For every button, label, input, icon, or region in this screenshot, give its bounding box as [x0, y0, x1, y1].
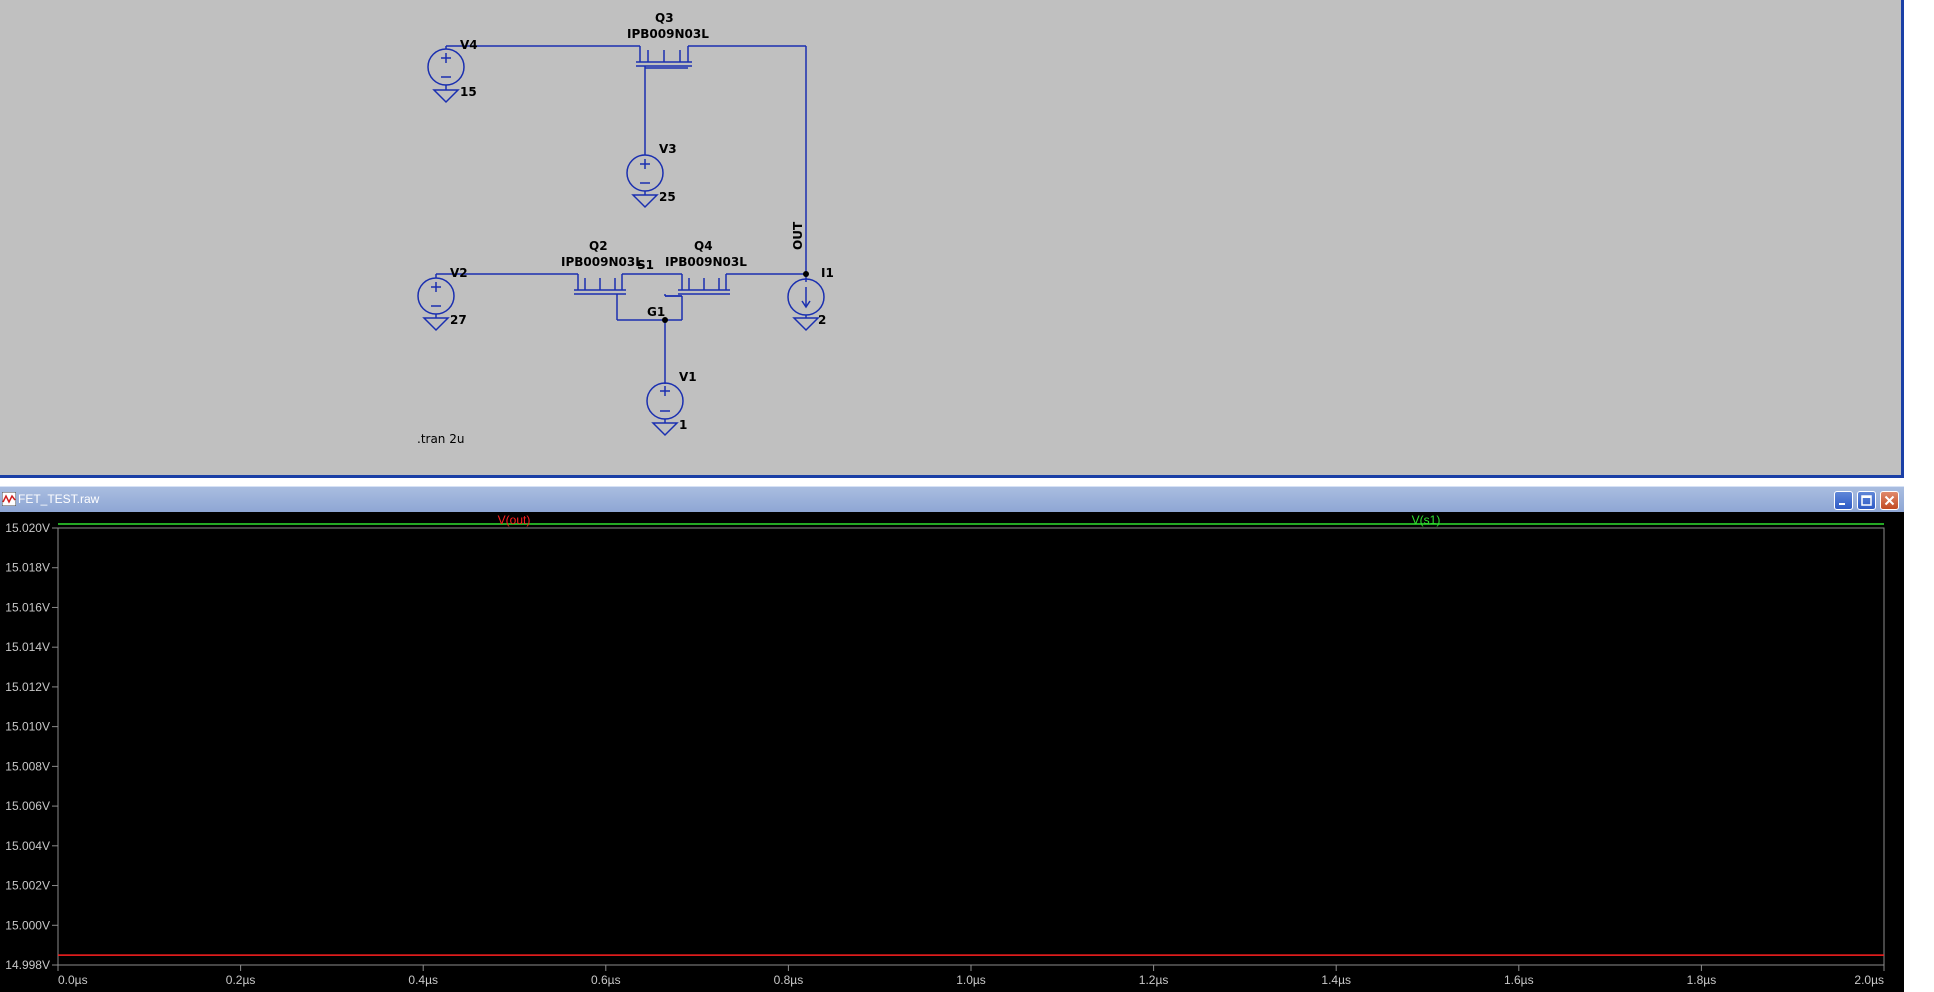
- transistor-q3[interactable]: [636, 46, 692, 69]
- x-tick-label: 0.4µs: [408, 973, 438, 987]
- waveform-plot[interactable]: 14.998V 15.000V 15.002V 15.004V 15.006V 15.00…: [0, 512, 1904, 992]
- y-tick-label: 15.010V: [5, 720, 50, 734]
- window-title: FET_TEST.raw: [18, 492, 100, 506]
- trace-legend: V(out) V(s1): [498, 513, 1441, 527]
- label-v4: V4: [460, 38, 478, 52]
- junction-g1: [662, 317, 668, 323]
- close-button[interactable]: [1880, 491, 1899, 510]
- minimize-icon: [1839, 503, 1845, 505]
- label-v1: V1: [679, 370, 697, 384]
- x-tick-label: 2.0µs: [1854, 973, 1884, 987]
- y-tick-label: 15.012V: [5, 680, 50, 694]
- value-v4: 15: [460, 85, 477, 99]
- x-tick-label: 0.6µs: [591, 973, 621, 987]
- trace-label[interactable]: V(out): [498, 513, 531, 527]
- trace-label[interactable]: V(s1): [1412, 513, 1441, 527]
- label-i1: I1: [821, 266, 834, 280]
- y-tick-label: 15.014V: [5, 640, 50, 654]
- y-tick-label: 15.002V: [5, 879, 50, 893]
- y-tick-label: 15.008V: [5, 759, 50, 773]
- junction-out: [803, 271, 809, 277]
- x-axis: 0.0µs 0.2µs 0.4µs 0.6µs 0.8µs 1.0µs 1.2µs 1.4µs…: [57, 965, 1885, 987]
- net-label-g1: G1: [647, 305, 665, 319]
- model-q4: IPB009N03L: [665, 255, 747, 269]
- voltage-source-v4[interactable]: [427, 46, 465, 104]
- spice-directive: .tran 2u: [417, 432, 464, 446]
- model-q2: IPB009N03L: [561, 255, 643, 269]
- y-axis: 14.998V 15.000V 15.002V 15.004V 15.006V 15.00…: [5, 521, 58, 972]
- x-tick-label: 1.8µs: [1687, 973, 1717, 987]
- value-v1: 1: [679, 418, 687, 432]
- plot-frame: [57, 527, 1885, 966]
- transistor-q2[interactable]: [574, 274, 626, 296]
- voltage-source-v3[interactable]: [626, 154, 664, 209]
- net-label-out: OUT: [791, 221, 805, 250]
- x-tick-label: 0.0µs: [58, 973, 88, 987]
- label-q4: Q4: [694, 239, 713, 253]
- current-source-i1[interactable]: [787, 278, 825, 332]
- wires: [436, 45, 807, 384]
- label-q3: Q3: [655, 11, 674, 25]
- net-label-s1: S1: [637, 258, 654, 272]
- maximize-icon: [1861, 495, 1872, 506]
- label-v2: V2: [450, 266, 468, 280]
- y-tick-label: 15.006V: [5, 799, 50, 813]
- x-tick-label: 0.2µs: [226, 973, 256, 987]
- y-tick-label: 15.000V: [5, 918, 50, 932]
- x-tick-label: 1.2µs: [1139, 973, 1169, 987]
- x-tick-label: 0.8µs: [774, 973, 804, 987]
- model-q3: IPB009N03L: [627, 27, 709, 41]
- transistor-q4[interactable]: [664, 274, 730, 297]
- maximize-button[interactable]: [1857, 491, 1876, 510]
- label-v3: V3: [659, 142, 677, 156]
- x-tick-label: 1.0µs: [956, 973, 986, 987]
- schematic-canvas[interactable]: V4 15 V3 25 V2 27 V1 1 I1 2 Q3 IPB009N03…: [0, 0, 1904, 478]
- x-tick-label: 1.6µs: [1504, 973, 1534, 987]
- voltage-source-v2[interactable]: [417, 274, 455, 332]
- voltage-source-v1[interactable]: [646, 382, 684, 437]
- value-i1: 2: [818, 313, 826, 327]
- y-tick-label: 14.998V: [5, 958, 50, 972]
- value-v3: 25: [659, 190, 676, 204]
- close-icon: [1884, 495, 1895, 506]
- y-tick-label: 15.018V: [5, 561, 50, 575]
- minimize-button[interactable]: [1834, 491, 1853, 510]
- waveform-window[interactable]: FET_TEST.raw 14.998V 15.000V 15.002V 15.004…: [0, 486, 1904, 992]
- label-q2: Q2: [589, 239, 608, 253]
- y-tick-label: 15.020V: [5, 521, 50, 535]
- traces: [58, 523, 1884, 956]
- y-tick-label: 15.004V: [5, 839, 50, 853]
- y-tick-label: 15.016V: [5, 600, 50, 614]
- waveform-icon: [2, 492, 16, 506]
- x-tick-label: 1.4µs: [1321, 973, 1351, 987]
- window-titlebar[interactable]: FET_TEST.raw: [0, 486, 1904, 512]
- value-v2: 27: [450, 313, 467, 327]
